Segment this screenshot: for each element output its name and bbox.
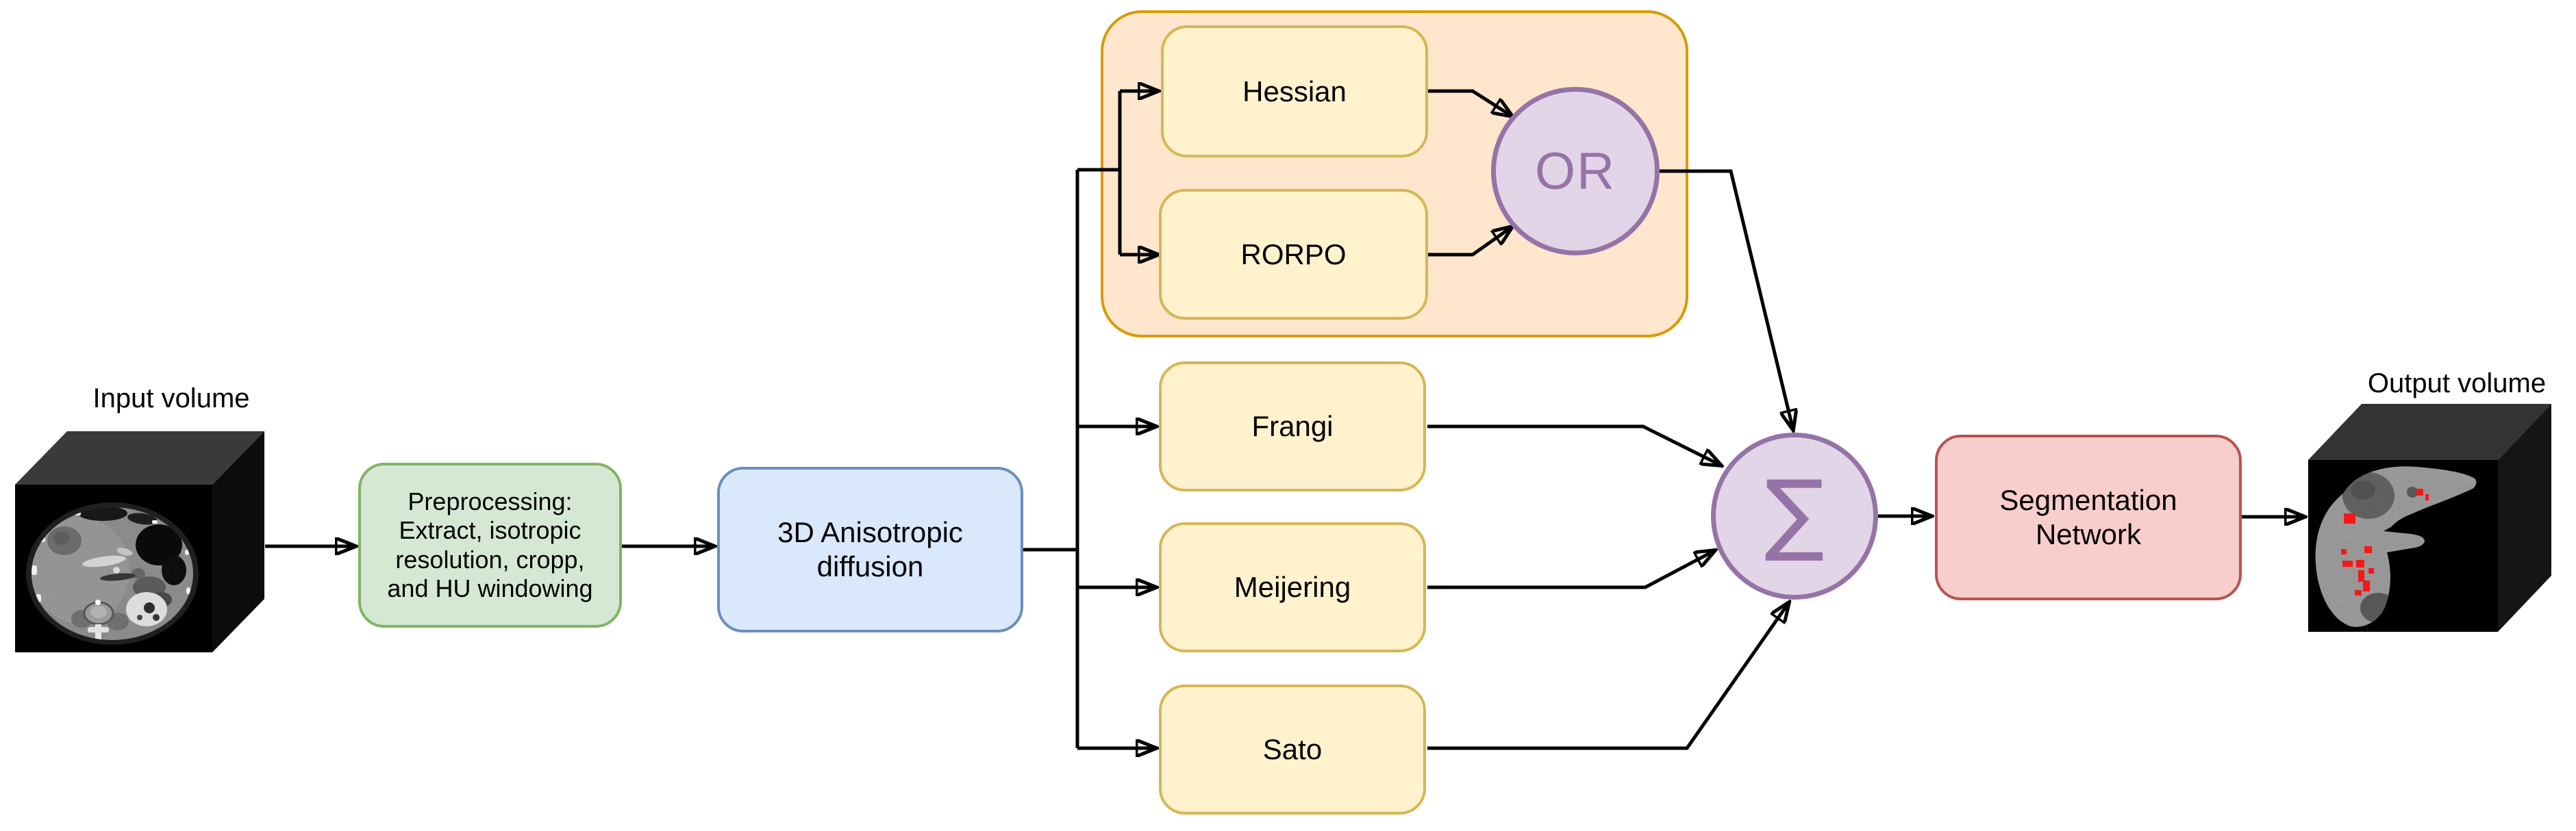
node-hessian: Hessian xyxy=(1161,25,1428,157)
node-or-gate: OR xyxy=(1491,87,1660,255)
node-meijering-label: Meijering xyxy=(1234,571,1351,604)
node-diffusion-label: 3D Anisotropic diffusion xyxy=(777,516,963,583)
node-frangi: Frangi xyxy=(1159,361,1426,491)
sigma-symbol: ∑ xyxy=(1764,461,1825,565)
cube-top-face xyxy=(15,431,264,485)
cube-right-face xyxy=(2498,404,2551,632)
node-rorpo: RORPO xyxy=(1159,189,1428,320)
node-rorpo-label: RORPO xyxy=(1240,238,1347,270)
edge-sato-to-sum xyxy=(1427,602,1789,750)
node-sato-label: Sato xyxy=(1262,733,1323,766)
edge-frangi-to-sum xyxy=(1427,424,1721,465)
node-anisotropic-diffusion: 3D Anisotropic diffusion xyxy=(717,467,1023,632)
or-gate-label: OR xyxy=(1535,142,1616,201)
cube-right-face xyxy=(212,431,264,652)
node-hessian-label: Hessian xyxy=(1242,75,1347,107)
node-segmentation-network: Segmentation Network xyxy=(1935,435,2242,600)
ct-slice-image xyxy=(26,502,199,645)
node-sato: Sato xyxy=(1159,685,1426,815)
edge-meijering-to-sum xyxy=(1427,550,1715,589)
node-sum: ∑ xyxy=(1711,433,1878,600)
cube-top-face xyxy=(2308,404,2551,460)
node-preprocessing-label: Preprocessing: Extract, isotropic resolu… xyxy=(387,487,593,602)
node-preprocessing: Preprocessing: Extract, isotropic resolu… xyxy=(358,463,622,628)
output-volume-cube xyxy=(2308,404,2551,632)
input-volume-cube xyxy=(15,431,264,652)
node-meijering: Meijering xyxy=(1159,522,1426,652)
input-volume-label: Input volume xyxy=(92,383,250,413)
output-volume-label: Output volume xyxy=(2367,368,2547,398)
node-segmentation-label: Segmentation Network xyxy=(1999,484,2177,550)
node-frangi-label: Frangi xyxy=(1251,410,1334,443)
